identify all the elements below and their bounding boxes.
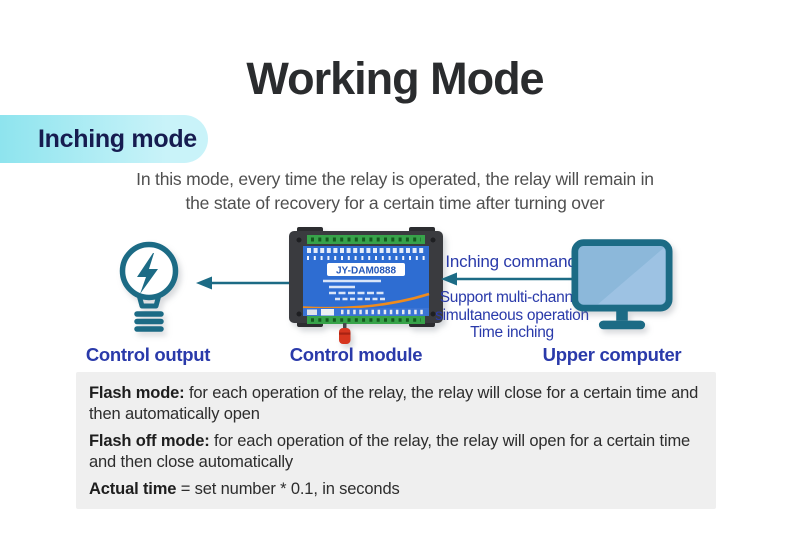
page-title: Working Mode <box>246 53 544 104</box>
upper-computer-label: Upper computer <box>542 344 682 365</box>
info-entry-text: = set number * 0.1, in seconds <box>180 480 400 498</box>
monitor-icon <box>571 239 673 330</box>
description-line: In this mode, every time the relay is op… <box>136 169 654 189</box>
support-line: Support multi-channel <box>439 289 585 306</box>
support-line: Time inching <box>470 324 554 341</box>
arrow-left-icon <box>441 272 575 286</box>
info-entry-label: Flash mode: <box>89 384 185 402</box>
support-text: Support multi-channel simultaneous opera… <box>430 289 594 342</box>
control-module-label: Control module <box>289 344 423 365</box>
device-label: JY-DAM0888 <box>336 266 396 277</box>
relay-module-device: JY-DAM0888 <box>289 227 443 344</box>
info-entry: Flash off mode: for each operation of th… <box>89 431 702 472</box>
lightbulb-bolt-icon <box>119 241 179 332</box>
control-output-label: Control output <box>85 344 211 365</box>
info-entry-text: for each operation of the relay, the rel… <box>89 432 691 471</box>
inching-command-label: Inching command <box>445 252 577 271</box>
support-line: simultaneous operation <box>435 306 589 324</box>
info-entry-text: for each operation of the relay, the rel… <box>89 384 699 423</box>
info-entry: Actual time = set number * 0.1, in secon… <box>89 479 702 500</box>
arrow-left-icon <box>196 276 300 290</box>
info-entry-label: Flash off mode: <box>89 432 210 450</box>
mode-info-box: Flash mode: for each operation of the re… <box>76 372 716 509</box>
mode-description: In this mode, every time the relay is op… <box>0 167 790 215</box>
inching-mode-badge: Inching mode <box>0 115 208 163</box>
description-line: the state of recovery for a certain time… <box>185 193 605 213</box>
badge-label: Inching mode <box>38 124 197 153</box>
info-entry: Flash mode: for each operation of the re… <box>89 383 702 424</box>
info-entry-label: Actual time <box>89 480 177 498</box>
